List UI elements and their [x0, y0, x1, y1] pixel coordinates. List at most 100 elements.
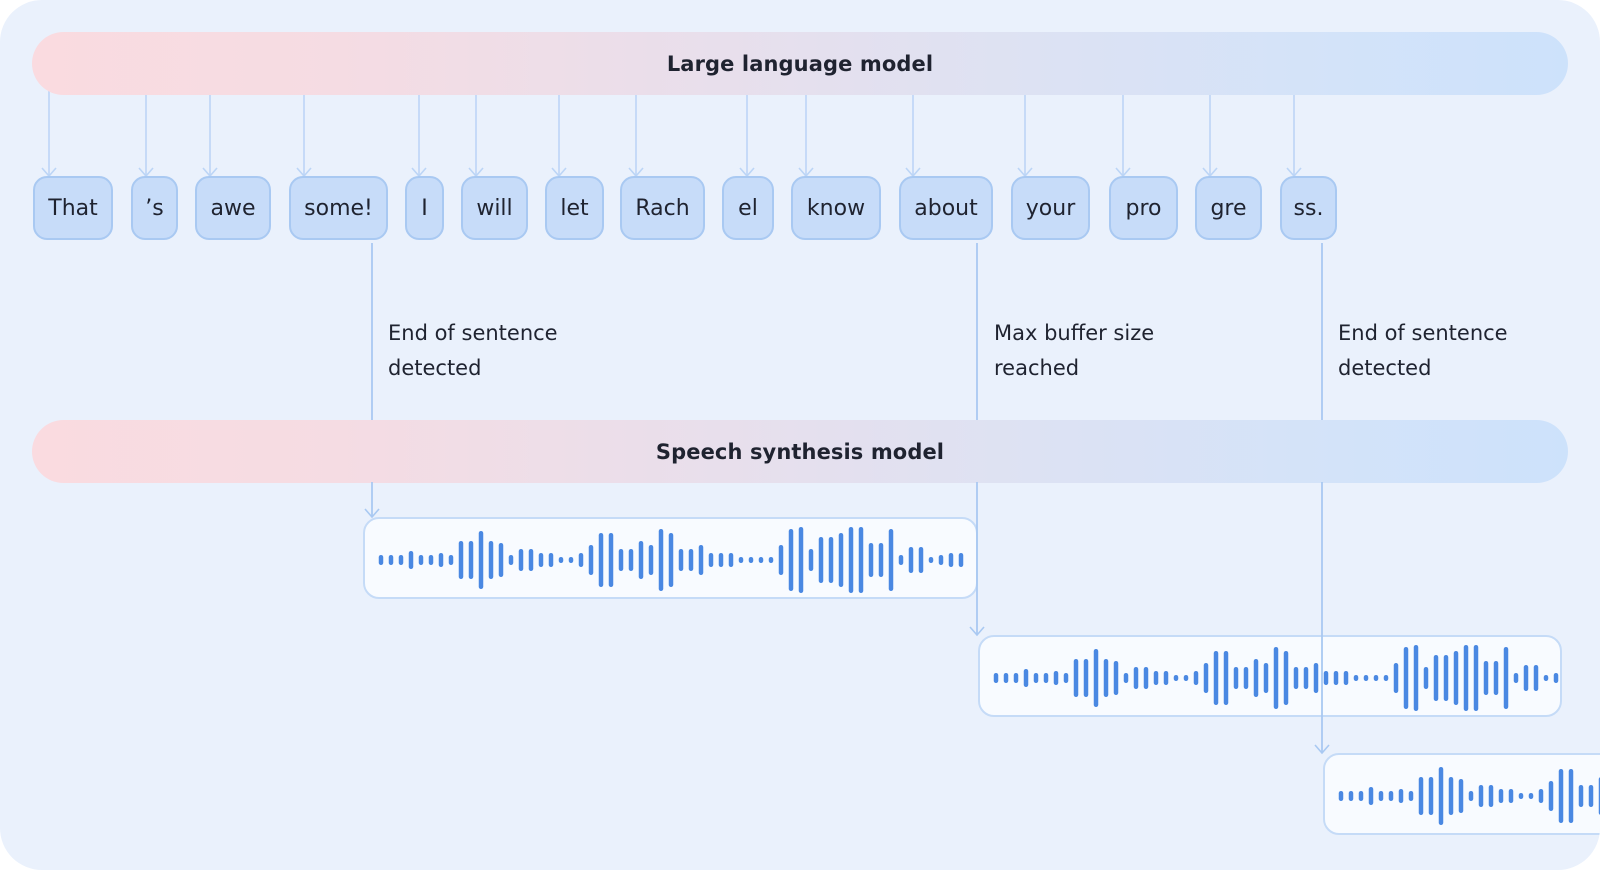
waveform-bar	[1003, 673, 1009, 683]
waveform-bar	[848, 527, 854, 593]
waveform-bar	[708, 553, 714, 567]
waveform-bar	[468, 541, 474, 579]
waveform-bar	[1313, 663, 1319, 693]
token: el	[722, 176, 774, 240]
token-text: el	[738, 195, 758, 221]
audio-chunk-1	[363, 517, 978, 599]
waveform-bar	[788, 529, 794, 591]
waveform-bar	[928, 557, 934, 563]
waveform-bar	[1123, 673, 1129, 683]
waveform-bar	[1493, 661, 1499, 695]
token: I	[405, 176, 444, 240]
waveform-bar	[1273, 647, 1279, 709]
waveform-bar	[1368, 787, 1374, 805]
waveform-bar	[758, 557, 764, 563]
token-text: let	[560, 195, 589, 221]
token-text: will	[476, 195, 513, 221]
waveform-bar	[1103, 659, 1109, 697]
waveform-bar	[888, 529, 894, 591]
token-text: I	[421, 195, 428, 221]
waveform-bar	[1353, 675, 1359, 681]
arrow-down-icon	[969, 626, 985, 637]
waveform-bar	[1378, 791, 1384, 801]
waveform-bar	[428, 555, 434, 565]
waveform-bar	[828, 537, 834, 583]
waveform-bar	[808, 549, 814, 571]
trigger-label-line: End of sentence	[388, 321, 558, 345]
token: will	[461, 176, 528, 240]
waveform-bar	[1343, 671, 1349, 685]
waveform-bar	[488, 541, 494, 579]
waveform-bar	[1433, 655, 1439, 701]
waveform-bar	[538, 553, 544, 567]
token: Rach	[620, 176, 705, 240]
waveform-bar	[1463, 645, 1469, 711]
waveform-bar	[1458, 779, 1464, 813]
waveform-bar	[648, 545, 654, 575]
waveform-bar	[918, 547, 924, 573]
token: gre	[1195, 176, 1262, 240]
waveform-bar	[868, 543, 874, 577]
waveform-bar	[1358, 791, 1364, 801]
waveform-bar	[558, 557, 564, 563]
waveform-bar	[478, 531, 484, 589]
waveform-icon	[993, 645, 1559, 711]
waveform-bar	[1413, 645, 1419, 711]
waveform-bar	[1503, 647, 1509, 709]
token: your	[1011, 176, 1090, 240]
waveform-bar	[1498, 789, 1504, 803]
waveform-bar	[498, 543, 504, 577]
waveform-bar	[518, 549, 524, 571]
audio-chunk-3	[1323, 753, 1600, 835]
waveform-bar	[818, 537, 824, 583]
waveform-bar	[1388, 791, 1394, 801]
waveform-bar	[908, 547, 914, 573]
waveform-bar	[1548, 781, 1554, 811]
waveform-bar	[838, 533, 844, 587]
waveform-bar	[898, 555, 904, 565]
token-text: your	[1025, 195, 1076, 221]
waveform-bar	[1523, 665, 1529, 691]
waveform-bar	[458, 541, 464, 579]
waveform-bar	[1423, 667, 1429, 689]
trigger-label-max-buffer: Max buffer size reached	[994, 316, 1154, 386]
llm-bar: Large language model	[32, 32, 1568, 95]
waveform-icon	[378, 527, 964, 593]
waveform-bar	[1473, 645, 1479, 711]
waveform-bar	[1183, 675, 1189, 681]
waveform-bar	[738, 557, 744, 563]
waveform-bar	[408, 551, 414, 569]
waveform-bar	[1053, 671, 1059, 685]
waveform-bar	[1533, 665, 1539, 691]
waveform-bar	[1553, 673, 1559, 683]
waveform-icon	[1338, 767, 1600, 825]
trigger-label-end-of-sentence: End of sentence detected	[388, 316, 558, 386]
waveform-bar	[1363, 675, 1369, 681]
waveform-bar	[1538, 789, 1544, 803]
waveform-bar	[1578, 785, 1584, 807]
waveform-bar	[1083, 659, 1089, 697]
waveform-bar	[1513, 673, 1519, 683]
waveform-bar	[1348, 791, 1354, 801]
token-text: That	[48, 195, 98, 221]
audio-chunk-2	[978, 635, 1562, 717]
waveform-bar	[1518, 793, 1524, 799]
waveform-bar	[1233, 667, 1239, 689]
waveform-bar	[698, 545, 704, 575]
token: That	[33, 176, 113, 240]
waveform-bar	[1223, 651, 1229, 705]
token: let	[545, 176, 604, 240]
waveform-bar	[778, 545, 784, 575]
waveform-bar	[598, 533, 604, 587]
waveform-bar	[1303, 667, 1309, 689]
token: awe	[195, 176, 271, 240]
waveform-bar	[1488, 785, 1494, 807]
waveform-bar	[768, 557, 774, 563]
waveform-bar	[958, 553, 964, 567]
waveform-bar	[1478, 785, 1484, 807]
waveform-bar	[1398, 789, 1404, 803]
speech-synthesis-bar: Speech synthesis model	[32, 420, 1568, 483]
waveform-bar	[438, 553, 444, 567]
